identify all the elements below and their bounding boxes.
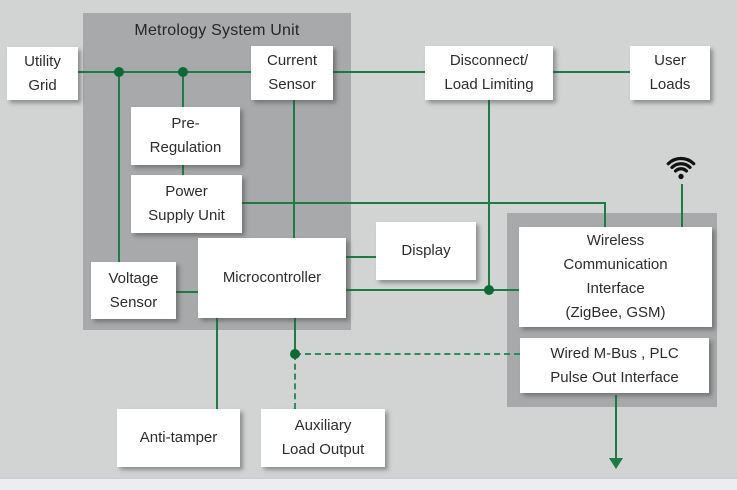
connector-currentsensor-to-micro xyxy=(293,100,295,238)
node-label: Sensor xyxy=(268,76,316,93)
node-auxiliary-load-output: Auxiliary Load Output xyxy=(261,409,385,467)
node-label: Load Limiting xyxy=(444,76,534,93)
wifi-icon xyxy=(662,151,700,186)
node-label: (ZigBee, GSM) xyxy=(565,304,666,321)
node-utility-grid: Utility Grid xyxy=(7,47,78,100)
node-label: Sensor xyxy=(109,293,158,311)
junction-dot xyxy=(290,349,300,359)
connector-dashed-to-aux-load xyxy=(294,354,296,409)
output-arrow-head-icon xyxy=(609,458,623,469)
node-label: Current xyxy=(266,52,318,69)
node-label: Load Output xyxy=(281,441,365,458)
node-label: Wired M-Bus , PLC xyxy=(550,344,679,362)
node-current-sensor: Current Sensor xyxy=(251,46,333,100)
connector-wifi-to-wireless xyxy=(681,184,683,227)
node-label: Power xyxy=(165,183,208,200)
node-label: Auxiliary xyxy=(294,417,352,434)
node-display: Display xyxy=(376,222,476,280)
connector-prereg-to-psu xyxy=(182,165,184,175)
node-wired-mbus-plc-interface: Wired M-Bus , PLC Pulse Out Interface xyxy=(520,338,709,393)
metrology-system-unit-title: Metrology System Unit xyxy=(134,22,300,39)
node-disconnect-load-limiting: Disconnect/ Load Limiting xyxy=(425,46,553,100)
node-wireless-communication-interface: Wireless Communication Interface (ZigBee… xyxy=(519,227,712,327)
connector-disconnect-to-userloads xyxy=(553,71,630,73)
connector-dashed-to-wired-mbus xyxy=(295,353,520,355)
node-label: Supply Unit xyxy=(148,207,225,224)
node-label: Interface xyxy=(586,280,645,297)
connector-micro-to-antitamper xyxy=(216,318,218,409)
connector-micro-to-display xyxy=(346,256,376,258)
node-label: Voltage xyxy=(108,269,159,287)
connector-grid-to-voltage xyxy=(118,71,120,262)
node-label: Pre- xyxy=(171,115,200,132)
node-label: Regulation xyxy=(149,139,222,156)
connector-micro-to-wireless xyxy=(346,289,519,291)
junction-dot xyxy=(484,285,494,295)
connector-grid-to-prereg xyxy=(182,71,184,107)
junction-dot xyxy=(114,67,124,77)
connector-psu-to-wireless-drop xyxy=(604,202,606,227)
connector-psu-to-wireless-horizontal xyxy=(242,202,606,204)
node-label: Disconnect/ xyxy=(449,52,529,69)
connector-voltage-to-micro xyxy=(176,291,198,293)
node-label: Utility xyxy=(24,52,61,70)
node-label: Wireless xyxy=(586,232,645,249)
output-arrow-shaft xyxy=(615,395,617,461)
node-anti-tamper: Anti-tamper xyxy=(117,409,240,467)
node-user-loads: User Loads xyxy=(630,46,710,100)
node-label: Display xyxy=(401,242,451,259)
node-label: Loads xyxy=(649,76,691,93)
node-label: Microcontroller xyxy=(222,269,322,286)
node-microcontroller: Microcontroller xyxy=(198,238,346,318)
connector-disconnect-to-junction xyxy=(488,100,490,290)
node-power-supply-unit: Power Supply Unit xyxy=(131,175,242,233)
node-label: User xyxy=(654,52,686,69)
node-voltage-sensor: Voltage Sensor xyxy=(91,262,176,319)
junction-dot xyxy=(178,67,188,77)
slide-bottom-edge xyxy=(0,477,737,490)
node-pre-regulation: Pre- Regulation xyxy=(131,107,240,165)
node-label: Anti-tamper xyxy=(139,429,218,446)
connector-micro-to-dashed-junction xyxy=(294,318,296,354)
node-label: Pulse Out Interface xyxy=(550,368,679,386)
node-label: Communication xyxy=(563,256,668,273)
node-label: Grid xyxy=(28,76,57,94)
